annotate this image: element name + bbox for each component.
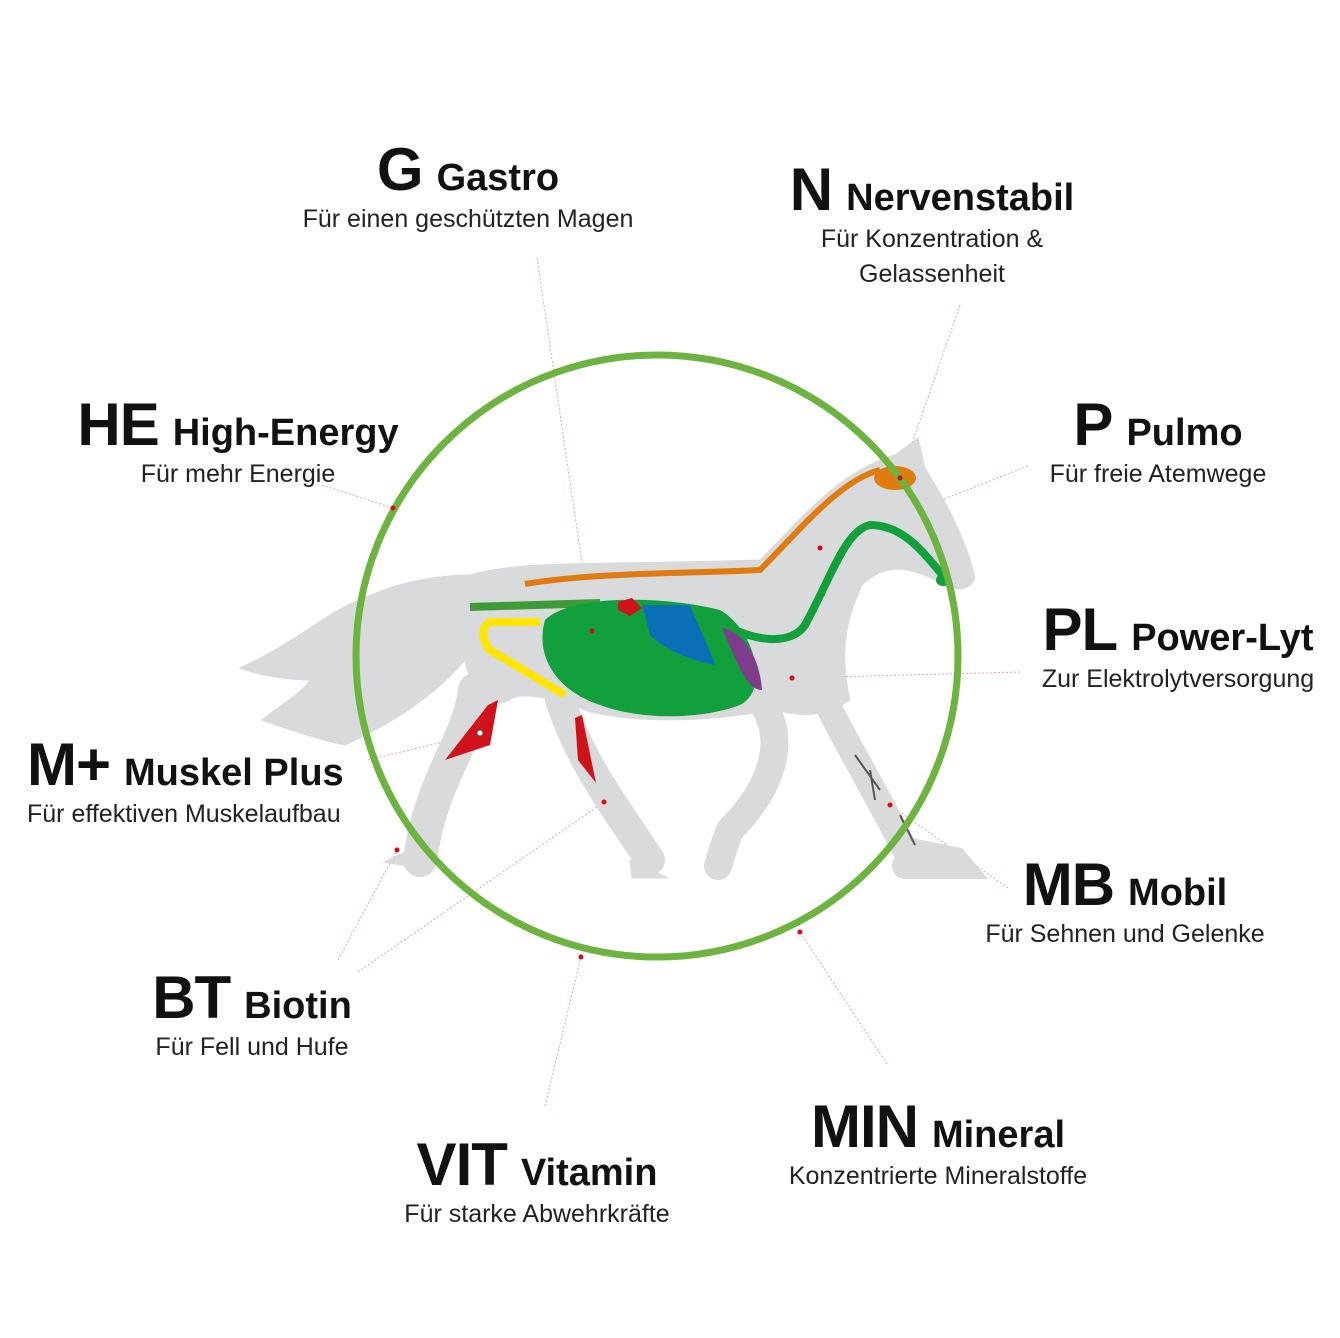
product-desc: Konzentrierte Mineralstoffe [788,1162,1088,1190]
product-desc: Für mehr Energie [140,460,336,488]
product-name: Vitamin [520,1152,658,1194]
product-code: M+ [27,731,111,798]
product-name: Nervenstabil [846,177,1075,219]
product-name: Muskel Plus [124,752,344,794]
product-name: Power-Lyt [1131,617,1314,659]
product-code: G [376,136,424,203]
organs [445,466,950,846]
product-desc: Für Konzentration & [820,225,1044,253]
product-name: Mobil [1128,872,1228,914]
product-code: VIT [416,1131,508,1198]
horse-silhouette [238,437,988,880]
product-name: Biotin [244,985,352,1027]
product-desc: Für effektiven Muskelaufbau [27,800,341,828]
product-code: MB [1022,851,1115,918]
product-code: HE [77,391,159,458]
product-code: N [789,156,833,223]
product-code: P [1073,391,1113,458]
product-code: MIN [810,1093,919,1160]
product-code: PL [1042,596,1119,663]
product-name: High-Energy [172,412,399,454]
ring [352,351,962,961]
product-name: Mineral [931,1114,1066,1156]
product-desc: Für starke Abwehrkräfte [404,1200,670,1228]
product-desc: Gelassenheit [859,260,1005,288]
product-desc: Für einen geschützten Magen [302,205,634,233]
product-desc: Für Fell und Hufe [155,1033,349,1061]
product-desc: Für freie Atemwege [1049,460,1267,488]
product-name: Pulmo [1126,412,1243,454]
product-code: BT [152,964,231,1031]
product-desc: Für Sehnen und Gelenke [985,920,1265,948]
product-desc: Zur Elektrolytversorgung [1041,665,1315,693]
markers [390,475,903,960]
product-muskel-plus: M+Muskel Plus Für effektiven Muskelaufba… [27,735,344,832]
product-name: Gastro [436,157,560,199]
